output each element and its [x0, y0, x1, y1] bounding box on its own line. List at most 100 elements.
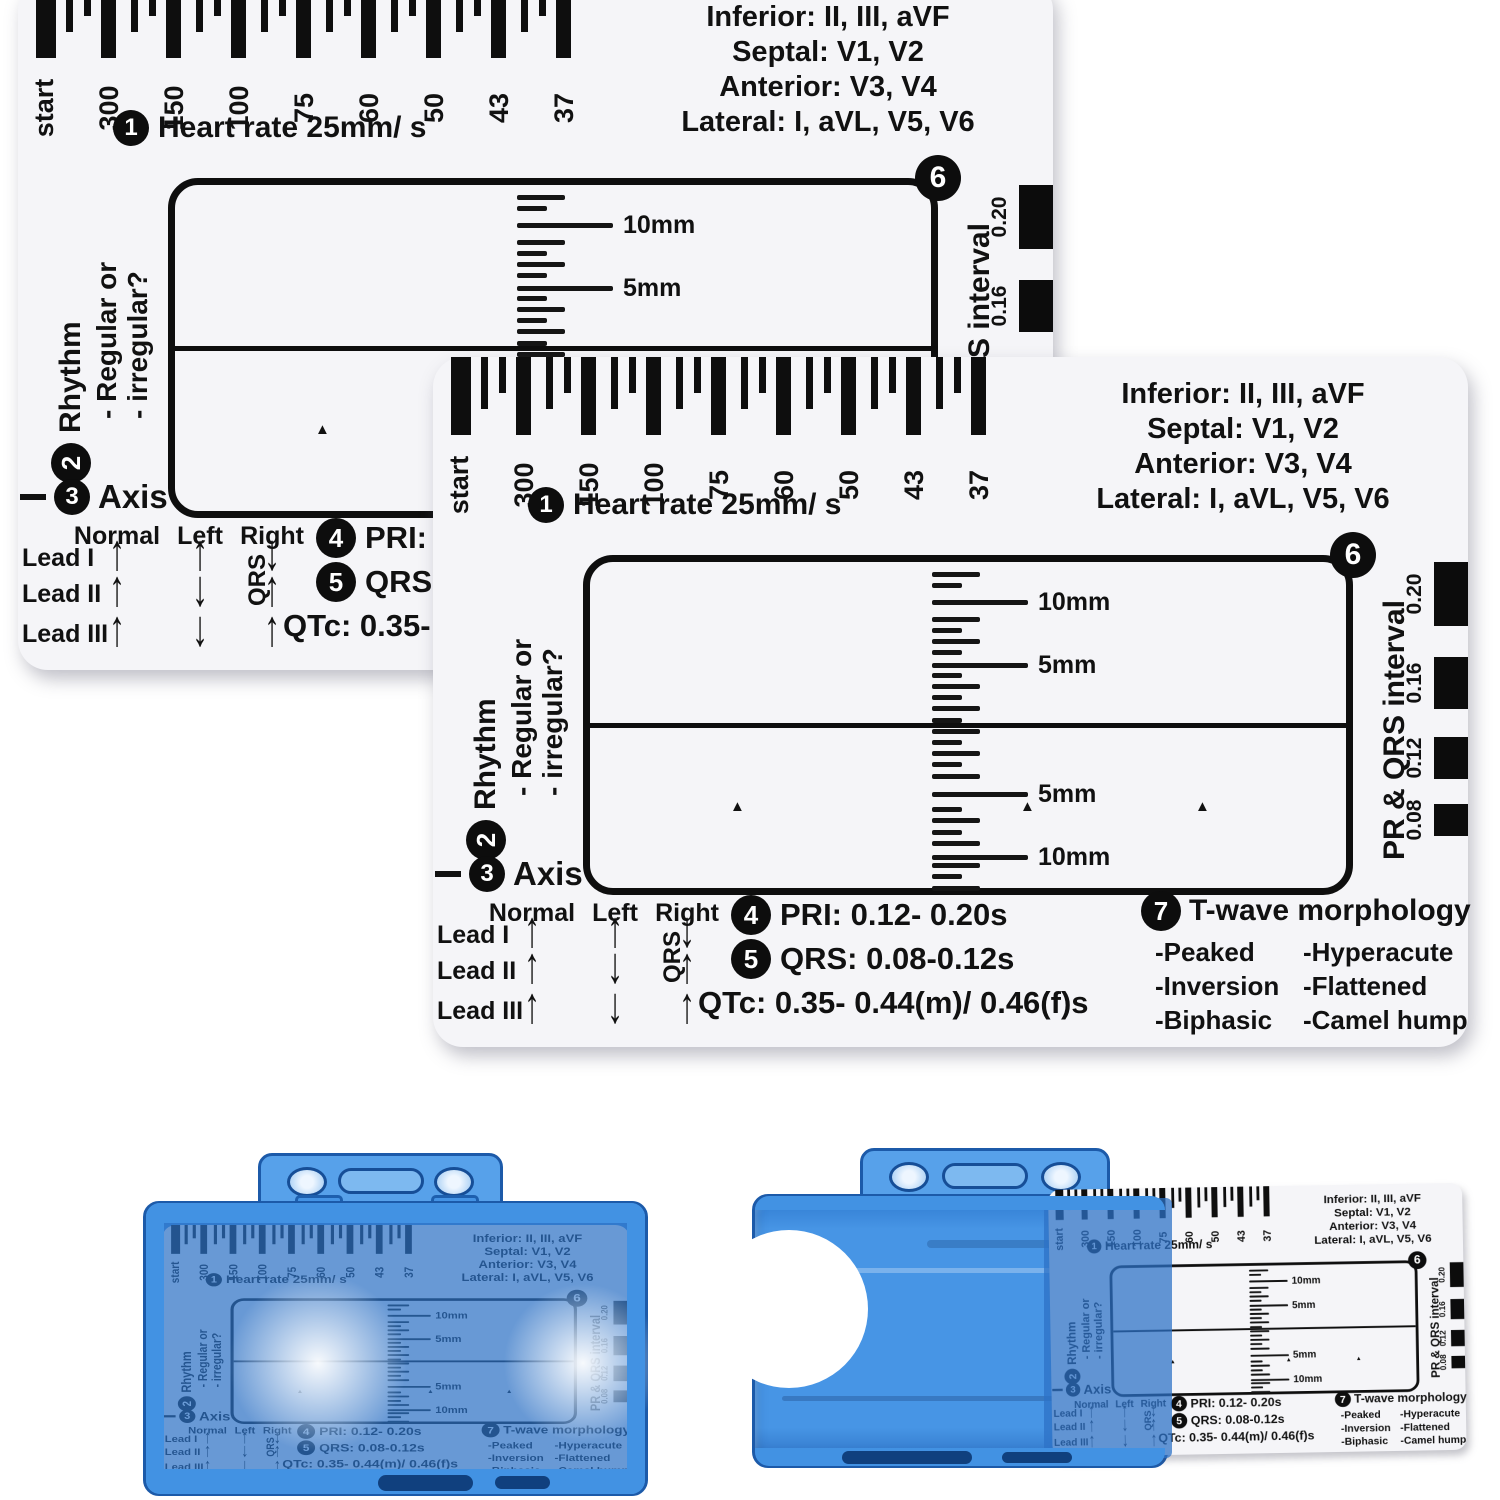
step-heart-rate: 1 Heart rate 25mm/ s [528, 487, 841, 523]
lead-row-label: Lead III [437, 997, 524, 1025]
interval-value: 0.16 [1403, 662, 1426, 704]
lanyard-hole-icon [1041, 1162, 1081, 1192]
qrs-range: QRS: 0.08-0.12s [1190, 1411, 1285, 1428]
axis-arrow-icon: ↑ [109, 559, 125, 617]
axis-rows: Lead I↑↑↓Lead II↑↓↑Lead III↑↓↑ [20, 526, 360, 670]
step-4-badge: 4 [1170, 1395, 1188, 1412]
twave-item: -Biphasic [1341, 1434, 1389, 1448]
step-rhythm: 2 Rhythm - Regular or - irregular? [51, 137, 175, 483]
twave-item: -Flattened [1400, 1420, 1450, 1434]
axis-title: 3 Axis [20, 478, 360, 516]
axis-arrow-icon: ↑ [679, 936, 695, 994]
axis-arrow-icon: ↑ [524, 936, 540, 994]
holder-groove [782, 1268, 1112, 1273]
axis-arrow-icon: ↓ [192, 599, 208, 657]
lead-group-line: Septal: V1, V2 [732, 36, 924, 68]
step-qrs: 5 QRS: 0.08-0.12s [1171, 1411, 1285, 1429]
pri-range: PRI: 0.12- 0.20s [780, 897, 1008, 932]
clip-slot-icon [337, 1168, 424, 1194]
lead-row-label: Lead I [437, 921, 510, 949]
mm-mark-label: 5mm [1038, 651, 1097, 679]
axis-arrow-icon: ↑ [607, 900, 623, 958]
step-5-badge: 5 [316, 562, 356, 602]
axis-arrow-icon: ↑ [524, 976, 540, 1034]
thumb-cutout [710, 1230, 868, 1388]
qrs-axis-label: QRS [244, 554, 271, 607]
step-6-badge: 6 [915, 155, 961, 201]
holder-frame [627, 1203, 645, 1494]
qrs-range: QRS: 0.08-0.12s [780, 941, 1015, 976]
axis-col-header: Normal [73, 522, 161, 550]
step-pri: 4 PRI: 0.12- 0.20s [731, 895, 1007, 935]
pointer-triangle-icon: ▲ [315, 421, 330, 438]
interval-value: 0.20 [1403, 573, 1426, 615]
interval-value: 0.08 [1438, 1354, 1449, 1371]
axis-arrow-icon: ↑ [679, 976, 695, 1034]
lead-group-line: Septal: V1, V2 [1147, 413, 1339, 445]
mm-mark-label: 10mm [1038, 588, 1111, 616]
twave-item: -Camel hump [1303, 1005, 1468, 1035]
step-rhythm: 2 Rhythm - Regular or - irregular? [466, 514, 590, 860]
mm-mark-label: 10mm [1038, 843, 1111, 871]
axis-col-header: Right [240, 522, 304, 550]
twave-item: -Flattened [1303, 971, 1428, 1001]
holder-frame [146, 1203, 164, 1494]
holder-frame [755, 1196, 1165, 1210]
pri-range: PRI: 0.12- 0.20s [1190, 1394, 1282, 1411]
rhythm-label: Rhythm [54, 321, 87, 433]
axis-arrow-icon: ↓ [264, 523, 280, 581]
axis-arrow-icon: ↑ [264, 599, 280, 657]
twave-items: -Peaked-Hyperacute-Inversion-Flattened-B… [1155, 937, 1485, 1036]
lead-row-label: Lead II [22, 580, 102, 608]
twave-item: -Hyperacute [1399, 1407, 1461, 1420]
heart-rate-label: Heart rate 25mm/ s [573, 488, 842, 521]
step-7-badge: 7 [1334, 1391, 1352, 1408]
lead-group-line: Lateral: I, aVL, V5, V6 [1096, 483, 1390, 515]
axis-col-header: Normal [488, 899, 576, 927]
twave-title: T-wave morphology [1189, 894, 1471, 927]
qtc-range: QTc: 0.35- 0.44(m)/ 0.46(f)s [698, 985, 1089, 1020]
lead-row-label: Lead II [437, 957, 517, 985]
step-5-badge: 5 [731, 939, 771, 979]
holder-frame [146, 1203, 645, 1223]
baseline [175, 346, 931, 351]
interval-value: 0.20 [988, 196, 1011, 238]
pointer-triangle-icon: ▲ [1020, 798, 1035, 815]
interval-value: 0.16 [988, 285, 1011, 327]
rhythm-regular: - Regular or [506, 638, 537, 796]
axis-col-header: Left [592, 899, 638, 927]
baseline [590, 723, 1346, 728]
mm-mark-label: 10mm [623, 211, 696, 239]
rhythm-irregular: - irregular? [537, 648, 568, 796]
lead-group-line: Anterior: V3, V4 [1134, 448, 1352, 480]
holder-bottom-slot [378, 1475, 473, 1491]
holder-window-tint [1044, 1198, 1172, 1458]
reflection-highlight [228, 1273, 408, 1453]
clip-slot-icon [942, 1163, 1028, 1189]
twave-item: -Biphasic [1155, 1005, 1273, 1035]
holder-bottom-slot [1002, 1452, 1072, 1463]
axis-arrow-icon: ↑ [109, 599, 125, 657]
step-6-badge: 6 [1330, 532, 1376, 578]
heart-rate-label: Heart rate 25mm/ s [158, 111, 427, 144]
step-3-badge: 3 [469, 856, 505, 892]
axis-arrow-icon: ↓ [607, 936, 623, 994]
lead-group-line: Anterior: V3, V4 [719, 71, 937, 103]
pointer-triangle-icon: ▲ [730, 798, 745, 815]
qrs-axis-label: QRS [659, 931, 686, 984]
step-3-badge: 3 [54, 479, 90, 515]
axis-label: Axis [513, 855, 583, 892]
step-1-badge: 1 [113, 110, 149, 146]
step-heart-rate: 1 Heart rate 25mm/ s [113, 110, 426, 146]
interval-value: 0.12 [1438, 1330, 1448, 1347]
